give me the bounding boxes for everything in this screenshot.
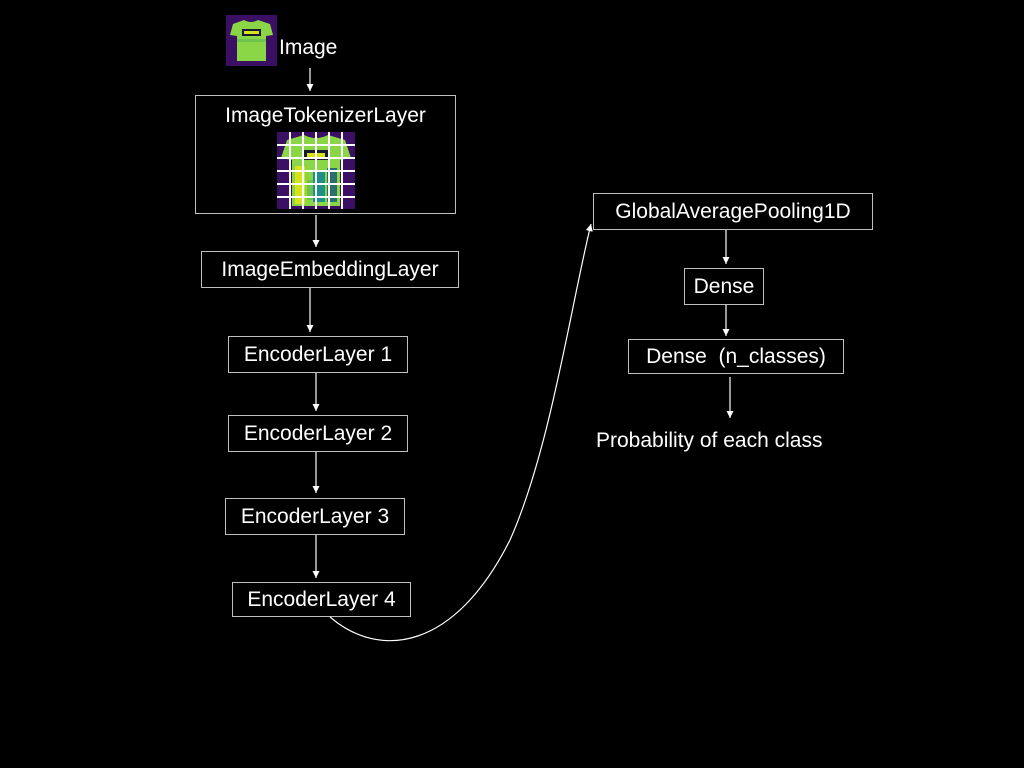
dense-output-layer-box: Dense (n_classes) [628,339,844,374]
tshirt-image-icon [226,15,277,66]
dense-layer-label: Dense [693,275,755,298]
encoder-layer-3-label: EncoderLayer 3 [240,505,390,528]
pooling-layer-box: GlobalAveragePooling1D [593,193,873,230]
dense-output-layer-label: Dense (n_classes) [646,345,826,368]
encoder-layer-1-label: EncoderLayer 1 [243,343,393,366]
encoder-layer-4-label: EncoderLayer 4 [247,588,396,611]
image-input-label: Image [279,36,338,59]
patch-grid-image-icon [277,132,355,209]
encoder-layer-2-box: EncoderLayer 2 [228,415,408,452]
encoder-layer-2-label: EncoderLayer 2 [243,422,393,445]
embedding-layer-box: ImageEmbeddingLayer [201,251,459,288]
output-label: Probability of each class [596,429,823,452]
dense-layer-box: Dense [684,268,764,305]
tokenizer-layer-label: ImageTokenizerLayer [225,104,426,127]
arrow-encoder4-to-pooling [329,223,593,642]
pooling-layer-label: GlobalAveragePooling1D [615,200,851,223]
embedding-layer-label: ImageEmbeddingLayer [221,258,439,281]
tokenizer-layer-box: ImageTokenizerLayer [195,95,456,214]
encoder-layer-3-box: EncoderLayer 3 [225,498,405,535]
encoder-layer-4-box: EncoderLayer 4 [232,582,411,617]
encoder-layer-1-box: EncoderLayer 1 [228,336,408,373]
